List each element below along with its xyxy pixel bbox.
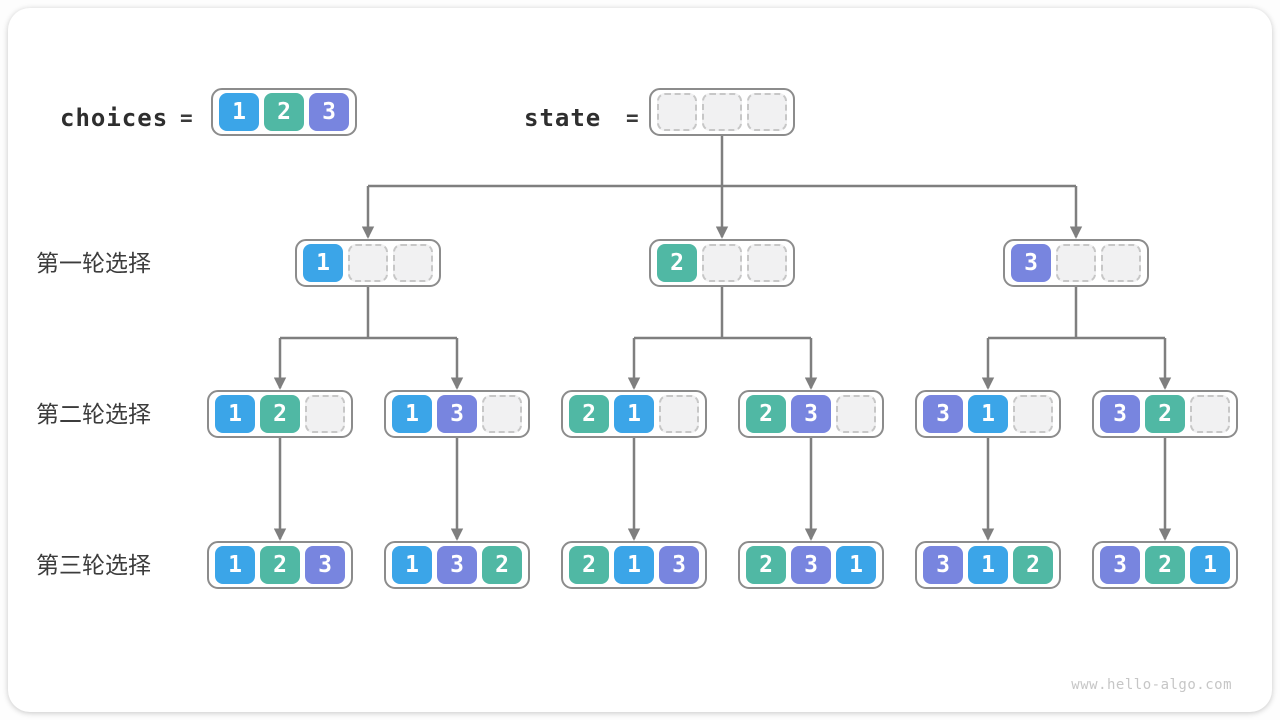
value-cell-2: 2 xyxy=(746,395,786,433)
tree-connectors xyxy=(273,136,1172,541)
value-cell-2: 2 xyxy=(260,395,300,433)
value-cell-2: 2 xyxy=(746,546,786,584)
value-cell-3: 3 xyxy=(305,546,345,584)
value-cell-1: 1 xyxy=(968,395,1008,433)
round-1-box-1: 1 xyxy=(295,239,441,287)
empty-slot xyxy=(1190,395,1230,433)
value-cell-3: 3 xyxy=(437,546,477,584)
value-cell-3: 3 xyxy=(1011,244,1051,282)
value-cell-1: 1 xyxy=(392,395,432,433)
value-cell-1: 1 xyxy=(215,395,255,433)
value-cell-1: 1 xyxy=(219,93,259,131)
value-cell-2: 2 xyxy=(264,93,304,131)
empty-slot xyxy=(659,395,699,433)
value-cell-3: 3 xyxy=(309,93,349,131)
value-cell-3: 3 xyxy=(923,395,963,433)
row-label-round-2: 第二轮选择 xyxy=(36,401,151,427)
value-cell-1: 1 xyxy=(968,546,1008,584)
value-cell-2: 2 xyxy=(260,546,300,584)
empty-slot xyxy=(702,93,742,131)
value-cell-1: 1 xyxy=(392,546,432,584)
tree-edges xyxy=(273,136,1172,541)
value-cell-1: 1 xyxy=(614,395,654,433)
value-cell-1: 1 xyxy=(836,546,876,584)
empty-slot xyxy=(1056,244,1096,282)
value-cell-2: 2 xyxy=(657,244,697,282)
state-equals-sign: = xyxy=(626,106,639,130)
empty-slot xyxy=(747,93,787,131)
value-cell-1: 1 xyxy=(215,546,255,584)
empty-slot xyxy=(482,395,522,433)
round-1-box-3: 3 xyxy=(1003,239,1149,287)
watermark-url: www.hello-algo.com xyxy=(1071,677,1232,693)
value-cell-2: 2 xyxy=(569,546,609,584)
empty-slot xyxy=(1101,244,1141,282)
value-cell-3: 3 xyxy=(659,546,699,584)
round-1-box-2: 2 xyxy=(649,239,795,287)
value-cell-3: 3 xyxy=(923,546,963,584)
value-cell-1: 1 xyxy=(614,546,654,584)
choices-equals-sign: = xyxy=(180,106,193,130)
value-cell-2: 2 xyxy=(482,546,522,584)
empty-slot xyxy=(393,244,433,282)
value-cell-3: 3 xyxy=(791,395,831,433)
empty-slot xyxy=(305,395,345,433)
value-cell-2: 2 xyxy=(1145,395,1185,433)
value-cell-3: 3 xyxy=(1100,395,1140,433)
state-box xyxy=(649,88,795,136)
value-cell-2: 2 xyxy=(1145,546,1185,584)
choices-label: choices xyxy=(60,104,169,132)
value-cell-2: 2 xyxy=(569,395,609,433)
row-label-round-1: 第一轮选择 xyxy=(36,250,151,276)
value-cell-1: 1 xyxy=(303,244,343,282)
state-label: state xyxy=(524,104,602,132)
value-cell-2: 2 xyxy=(1013,546,1053,584)
row-label-round-3: 第三轮选择 xyxy=(36,552,151,578)
value-cell-3: 3 xyxy=(1100,546,1140,584)
empty-slot xyxy=(1013,395,1053,433)
empty-slot xyxy=(702,244,742,282)
empty-slot xyxy=(657,93,697,131)
value-cell-1: 1 xyxy=(1190,546,1230,584)
value-cell-3: 3 xyxy=(437,395,477,433)
empty-slot xyxy=(747,244,787,282)
empty-slot xyxy=(348,244,388,282)
value-cell-3: 3 xyxy=(791,546,831,584)
empty-slot xyxy=(836,395,876,433)
